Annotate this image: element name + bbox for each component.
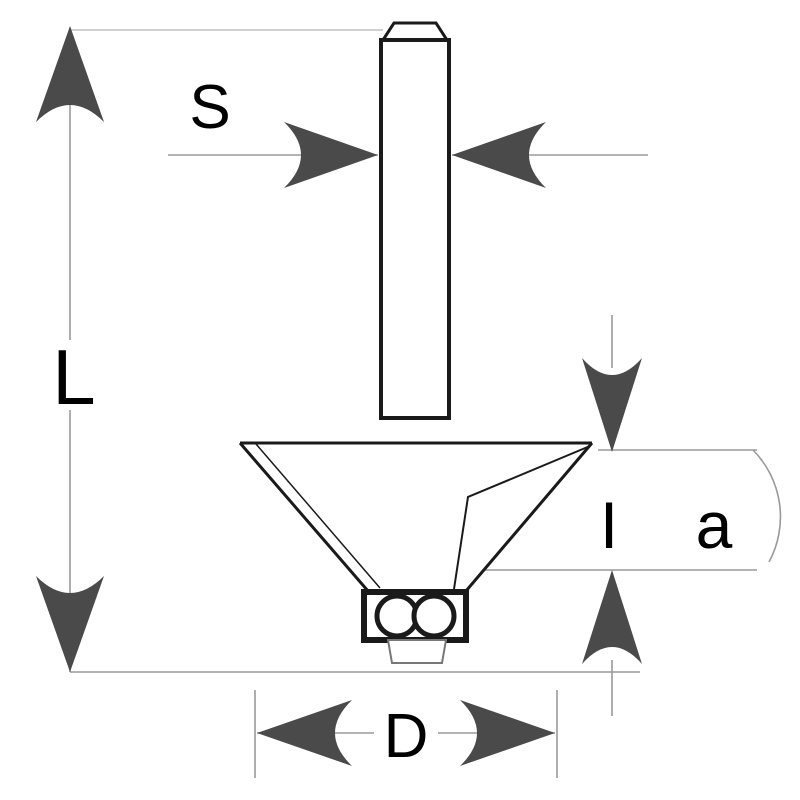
label-shank-diameter: S — [189, 73, 230, 142]
overall-length-label-mask — [48, 340, 100, 410]
cut-depth-bottom-arrow-icon — [582, 570, 642, 664]
shank-left-arrow-icon — [284, 122, 378, 188]
label-angle: a — [696, 488, 733, 562]
cut-depth-top-arrow-icon — [582, 358, 642, 452]
diameter-label-mask — [374, 703, 438, 761]
shank-body — [379, 38, 451, 420]
bearing-ball-left — [374, 593, 420, 639]
shank-right-arrow-icon — [452, 122, 546, 188]
diameter-right-arrow-icon — [460, 700, 555, 766]
shank-cap — [380, 21, 450, 42]
cutter-right-edge — [464, 442, 594, 592]
cutter-face-edge — [453, 445, 591, 590]
overall-length-bottom-arrow-icon — [36, 576, 104, 672]
cutter-left-inner-edge — [255, 443, 381, 589]
diameter-left-arrow-icon — [257, 700, 352, 766]
overall-length-top-arrow-icon — [36, 26, 104, 122]
label-overall-length: L — [52, 333, 95, 421]
bearing-ball-right — [411, 593, 457, 639]
arbor-tip — [386, 639, 448, 664]
cutter-left-edge — [238, 442, 370, 592]
label-cut-diameter: D — [384, 702, 429, 771]
angle-arc — [752, 449, 782, 563]
label-cut-depth: I — [600, 488, 618, 562]
